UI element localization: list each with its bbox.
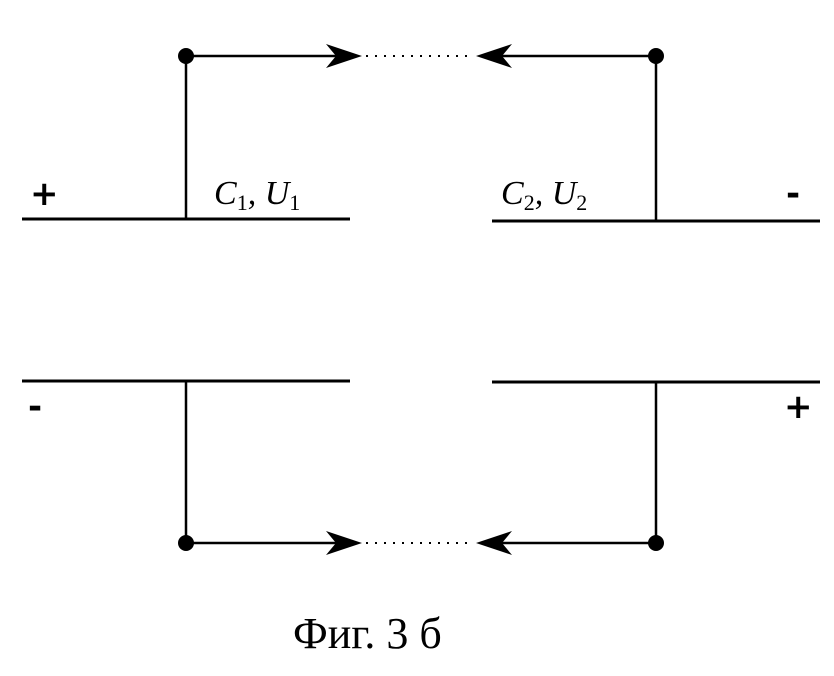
capacitor-2-symbol: C [501,175,524,212]
capacitor-2-label: C2, U2 [501,175,587,215]
capacitor-2-top-sign: - [786,174,800,214]
capacitor-2-subscript: 2 [524,190,535,215]
voltage-1-symbol: U [265,175,292,212]
capacitor-1-symbol: C [214,175,237,212]
figure-caption: Фиг. 3 б [293,609,442,658]
top-right-arrow-icon [326,44,362,68]
capacitor-1-top-sign: + [30,174,59,214]
capacitor-2-bottom-node [648,535,664,551]
bottom-right-arrow-icon [326,531,362,555]
capacitor-1-separator: , [248,175,265,212]
capacitor-2-bottom-sign: + [784,387,813,427]
top-left-arrow-icon [476,44,512,68]
capacitor-1-bottom-node [178,535,194,551]
capacitor-1-bottom-sign: - [28,387,42,427]
voltage-2-symbol: U [552,175,579,212]
capacitor-1-label: C1, U1 [214,175,300,215]
bottom-left-arrow-icon [476,531,512,555]
voltage-2-subscript: 2 [576,190,587,215]
voltage-1-subscript: 1 [289,190,300,215]
capacitor-1-top-node [178,48,194,64]
capacitor-2-separator: , [535,175,552,212]
capacitor-2-top-node [648,48,664,64]
capacitor-1-subscript: 1 [237,190,248,215]
